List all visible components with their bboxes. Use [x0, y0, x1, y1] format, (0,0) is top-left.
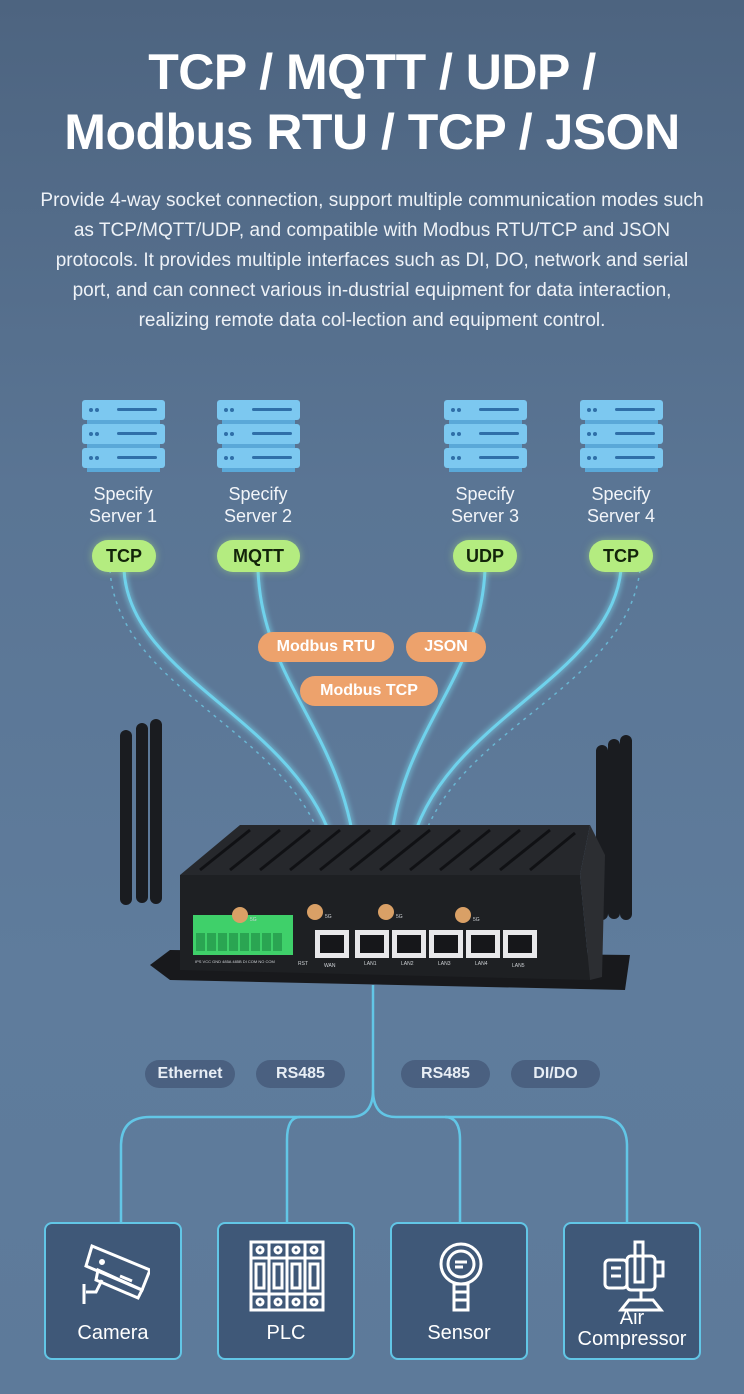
server-rack-icon [82, 400, 165, 472]
page-title: TCP / MQTT / UDP /Modbus RTU / TCP / JSO… [0, 42, 744, 162]
server-label-line2: Server 3 [450, 506, 520, 526]
server-label-line1: Specify [455, 484, 515, 504]
industrial-router-image: 5G 5G 5G 5G IPS VCC GND 485A 485B DI COM… [120, 719, 632, 990]
equipment-label: Camera [77, 1322, 149, 1344]
flow-line-2 [256, 569, 357, 851]
server-rack-icon [444, 400, 527, 472]
server-label-line2: Server 2 [223, 506, 293, 526]
server-rack-icon [580, 400, 663, 472]
interface-pill-rs485: RS485 [256, 1060, 345, 1088]
format-pill-modbus-rtu: Modbus RTU [258, 632, 394, 662]
protocol-pill-mqtt: MQTT [217, 540, 300, 572]
equipment-plc: PLC [217, 1222, 355, 1360]
flow-line-1 [122, 569, 337, 851]
title-line-1: TCP / MQTT / UDP / [148, 44, 596, 100]
reset-label: RST [298, 961, 308, 967]
protocol-pill-tcp-2: TCP [589, 540, 653, 572]
equipment-camera: Camera [44, 1222, 182, 1360]
format-pill-modbus-tcp: Modbus TCP [300, 676, 438, 706]
antenna-label: 5G [325, 914, 332, 920]
server-label-line1: Specify [228, 484, 288, 504]
data-flow-lines [109, 569, 641, 851]
protocol-pill-udp: UDP [453, 540, 517, 572]
port-label-lan4: LAN4 [475, 961, 488, 967]
air-compressor-icon [603, 1240, 665, 1312]
terminal-labels: IPS VCC GND 485A 485B DI COM NO COM [195, 959, 275, 964]
port-label-lan2: LAN2 [401, 961, 414, 967]
port-label-lan5: LAN5 [512, 963, 525, 969]
interface-pill-ethernet: Ethernet [145, 1060, 235, 1088]
interface-pill-rs485-2: RS485 [401, 1060, 490, 1088]
connection-tree [119, 985, 629, 1222]
flow-line-3 [388, 569, 487, 851]
plc-icon [249, 1240, 325, 1312]
server-label-line1: Specify [591, 484, 651, 504]
equipment-label: PLC [266, 1322, 306, 1344]
server-rack-icon [217, 400, 300, 472]
antenna-label: 5G [473, 917, 480, 923]
server-label-line2: Server 1 [88, 506, 158, 526]
antenna-label: 5G [396, 914, 403, 920]
server-label-line1: Specify [93, 484, 153, 504]
sensor-icon [439, 1242, 483, 1312]
protocol-pill-tcp: TCP [92, 540, 156, 572]
camera-icon [82, 1243, 150, 1304]
equipment-sensor: Sensor [390, 1222, 528, 1360]
port-label-lan3: LAN3 [438, 961, 451, 967]
equipment-label: Sensor [427, 1322, 491, 1344]
format-pill-json: JSON [406, 632, 486, 662]
description: Provide 4-way socket connection, support… [40, 190, 704, 331]
flow-line-4 [408, 569, 623, 851]
port-label-lan1: LAN1 [364, 961, 377, 967]
antenna-label: 5G [250, 917, 257, 923]
port-label-wan: WAN [324, 963, 336, 969]
interface-pill-di-do: DI/DO [511, 1060, 600, 1088]
title-line-2: Modbus RTU / TCP / JSON [64, 104, 680, 160]
server-label-line2: Server 4 [586, 506, 656, 526]
